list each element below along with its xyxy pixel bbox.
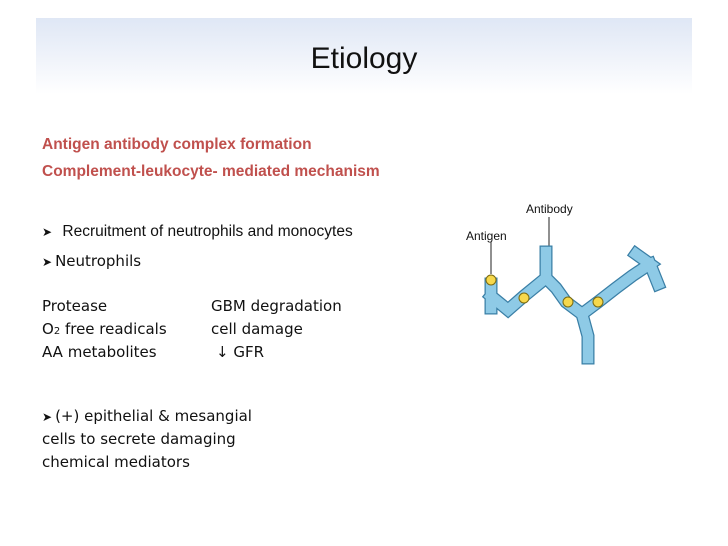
antigen-molecules: [485, 274, 604, 308]
title-bar: [36, 18, 692, 94]
epithelial-text-1: (+) epithelial & mesangial: [55, 407, 252, 425]
mechanism-line-1: Antigen antibody complex formation: [42, 136, 312, 153]
epithelial-line-3: chemical mediators: [42, 453, 190, 471]
effect-cause-2: O2 free readicals: [42, 320, 167, 338]
mechanism-line-2: Complement-leukocyte- mediated mechanism: [42, 163, 380, 180]
effect-result-3: ↓ GFR: [216, 343, 265, 361]
epithelial-line-2: cells to secrete damaging: [42, 430, 236, 448]
antigen-antibody-diagram: Antibody Antigen: [466, 202, 667, 365]
antigen-label: Antigen: [466, 229, 507, 243]
effect-cause-1: Protease: [42, 297, 108, 315]
arrow-bullet-icon: ➤: [42, 225, 53, 239]
effect-result-1: GBM degradation: [211, 297, 342, 315]
antigen-dot: [592, 296, 604, 308]
recruitment-bullet: ➤ Recruitment of neutrophils and monocyt…: [42, 223, 353, 241]
arrow-bullet-icon: ➤: [42, 255, 53, 269]
recruitment-text: Recruitment of neutrophils and monocytes: [62, 223, 353, 240]
neutrophils-bullet: ➤Neutrophils: [42, 252, 141, 270]
effect-cause-2-main: O: [42, 320, 54, 338]
epithelial-line-1: ➤(+) epithelial & mesangial: [42, 407, 252, 425]
effect-cause-2-rest: free readicals: [60, 320, 167, 338]
effect-cause-2-subscript: 2: [53, 326, 61, 337]
slide-title: Etiology: [310, 42, 418, 75]
neutrophils-text: Neutrophils: [55, 252, 142, 270]
arrow-bullet-icon: ➤: [42, 410, 53, 424]
effect-result-2: cell damage: [211, 320, 303, 338]
antigen-dot: [485, 274, 497, 286]
antibody-label: Antibody: [526, 202, 573, 216]
effect-cause-3: AA metabolites: [42, 343, 157, 361]
antigen-dot: [562, 296, 574, 308]
antigen-dot: [518, 292, 530, 304]
